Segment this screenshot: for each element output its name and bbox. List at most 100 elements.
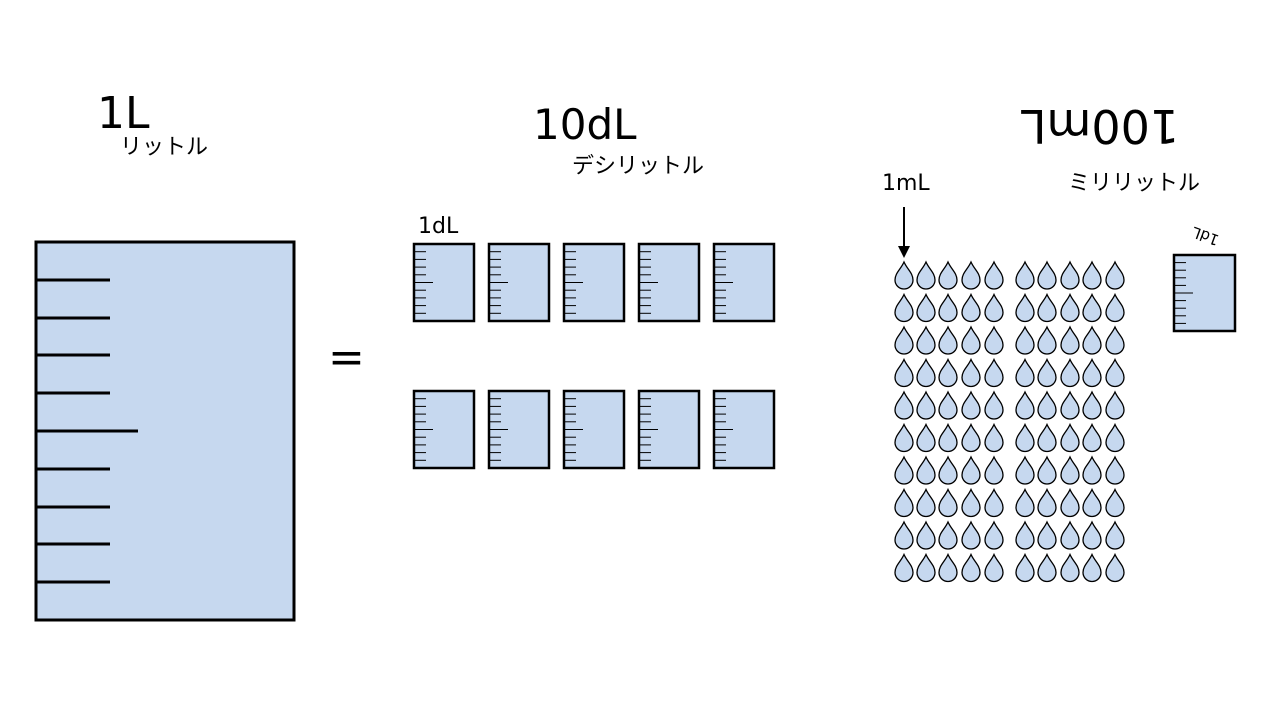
measuring-cup-icon	[637, 242, 701, 323]
water-drop-icon	[1082, 390, 1102, 420]
milliliter-drops	[894, 260, 1125, 583]
water-drop-icon	[1015, 520, 1035, 550]
water-drop-icon	[961, 325, 981, 355]
water-drop-icon	[1015, 357, 1035, 388]
water-drop-icon	[961, 260, 981, 290]
water-drop-icon	[916, 487, 936, 518]
water-drop-icon	[1105, 292, 1125, 323]
water-drop-icon	[1105, 487, 1125, 518]
measuring-cup-icon	[637, 389, 701, 470]
water-drop-icon	[1082, 487, 1102, 518]
water-drop-icon	[1037, 422, 1057, 453]
water-drop-icon	[1105, 390, 1125, 420]
water-drop-icon	[984, 520, 1004, 550]
liter-value: 1L	[97, 88, 150, 139]
water-drop-icon	[1015, 292, 1035, 323]
water-drop-icon	[1082, 455, 1102, 485]
water-drop-icon	[916, 455, 936, 485]
measuring-cup-icon	[487, 242, 551, 323]
water-drop-icon	[1015, 325, 1035, 355]
water-drop-icon	[938, 487, 958, 518]
water-drop-icon	[961, 390, 981, 420]
water-drop-icon	[1015, 260, 1035, 290]
water-drop-icon	[1037, 455, 1057, 485]
water-drop-icon	[938, 422, 958, 453]
measuring-cup-icon	[412, 389, 476, 470]
water-drop-icon	[984, 325, 1004, 355]
water-drop-icon	[984, 455, 1004, 485]
water-drop-icon	[894, 357, 914, 388]
milliliter-reading: ミリリットル	[1068, 171, 1201, 196]
water-drop-icon	[1060, 552, 1080, 583]
water-drop-icon	[916, 520, 936, 550]
water-drop-icon	[894, 520, 914, 550]
water-drop-icon	[916, 292, 936, 323]
water-drop-icon	[938, 260, 958, 290]
measuring-cup-icon	[562, 389, 626, 470]
water-drop-icon	[916, 357, 936, 388]
water-drop-icon	[961, 552, 981, 583]
water-drop-icon	[1105, 520, 1125, 550]
deciliter-cup-label: 1dL	[418, 214, 459, 239]
water-drop-icon	[984, 260, 1004, 290]
milliliter-drop-label: 1mL	[882, 171, 930, 196]
water-drop-icon	[1105, 260, 1125, 290]
water-drop-icon	[916, 260, 936, 290]
water-drop-icon	[1060, 357, 1080, 388]
measuring-cup-icon	[712, 242, 776, 323]
deciliter-value: 10dL	[533, 100, 637, 149]
water-drop-icon	[1015, 390, 1035, 420]
equals-sign: =	[328, 332, 365, 383]
water-drop-icon	[1060, 422, 1080, 453]
water-drop-icon	[1060, 325, 1080, 355]
water-drop-icon	[894, 292, 914, 323]
single-deciliter-cup-icon	[1172, 253, 1237, 333]
water-drop-icon	[1060, 260, 1080, 290]
water-drop-icon	[1015, 455, 1035, 485]
liter-measuring-cup-icon	[34, 240, 296, 622]
water-drop-icon	[894, 487, 914, 518]
water-drop-icon	[1037, 260, 1057, 290]
water-drop-icon	[1082, 357, 1102, 388]
water-drop-icon	[961, 292, 981, 323]
water-drop-icon	[1105, 455, 1125, 485]
water-drop-icon	[938, 292, 958, 323]
water-drop-icon	[1015, 487, 1035, 518]
water-drop-icon	[1037, 357, 1057, 388]
water-drop-icon	[1037, 292, 1057, 323]
water-drop-icon	[938, 357, 958, 388]
water-drop-icon	[961, 487, 981, 518]
water-drop-icon	[894, 455, 914, 485]
deciliter-reading: デシリットル	[572, 154, 705, 179]
water-drop-icon	[961, 422, 981, 453]
water-drop-icon	[1015, 552, 1035, 583]
water-drop-icon	[1037, 390, 1057, 420]
water-drop-icon	[961, 455, 981, 485]
water-drop-icon	[1082, 260, 1102, 290]
water-drop-icon	[1105, 422, 1125, 453]
water-drop-icon	[961, 357, 981, 388]
water-drop-icon	[1082, 552, 1102, 583]
water-drop-icon	[1105, 552, 1125, 583]
water-drop-icon	[916, 422, 936, 453]
measuring-cup-icon	[562, 242, 626, 323]
water-drop-icon	[1060, 292, 1080, 323]
measuring-cup-icon	[412, 242, 476, 323]
water-drop-icon	[894, 390, 914, 420]
water-drop-icon	[1105, 357, 1125, 388]
liter-reading: リットル	[120, 135, 209, 160]
water-drop-icon	[1060, 487, 1080, 518]
water-drop-icon	[1037, 520, 1057, 550]
deciliter-cups	[412, 242, 776, 470]
water-drop-icon	[916, 390, 936, 420]
water-drop-icon	[1082, 520, 1102, 550]
water-drop-icon	[1037, 552, 1057, 583]
water-drop-icon	[1082, 292, 1102, 323]
water-drop-icon	[916, 325, 936, 355]
water-drop-icon	[961, 520, 981, 550]
water-drop-icon	[984, 487, 1004, 518]
arrow-down-icon	[898, 207, 910, 258]
water-drop-icon	[1015, 422, 1035, 453]
water-drop-icon	[1060, 455, 1080, 485]
